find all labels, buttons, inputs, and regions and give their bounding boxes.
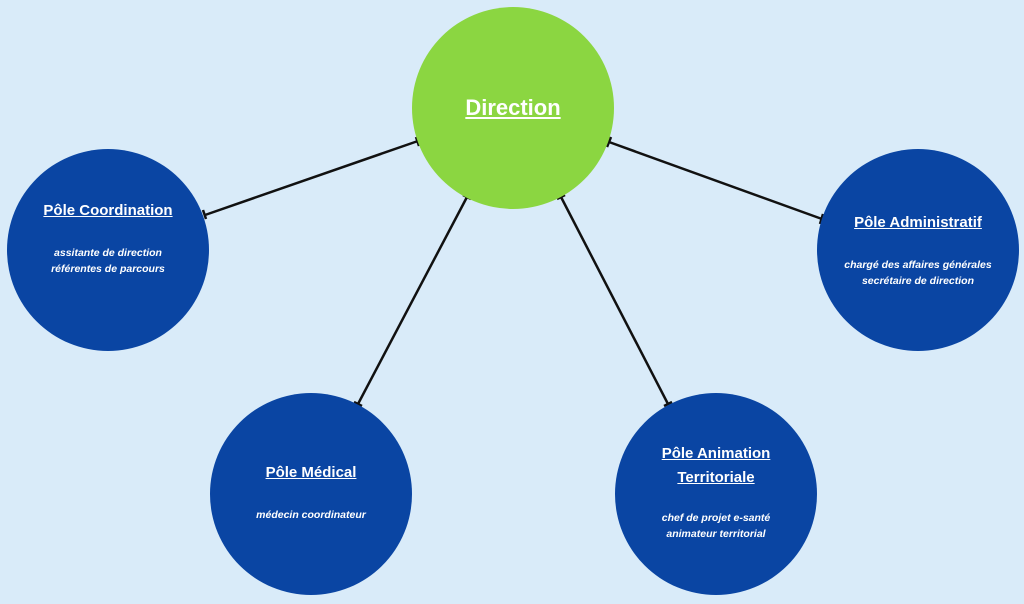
pole-coordination-node: Pôle Coordination assitante de direction… (7, 149, 209, 351)
pole-title: Pôle Coordination (43, 202, 173, 219)
connector-coordination (204, 139, 419, 217)
pole-animation-node: Pôle Animation Territoriale chef de proj… (615, 393, 817, 595)
direction-title: Direction (465, 95, 561, 120)
pole-title: Pôle Médical (265, 464, 357, 481)
pole-title: Pôle Administratif (854, 214, 982, 231)
pole-medical-node: Pôle Médical médecin coordinateur (210, 393, 412, 595)
pole-roles: médecin coordinateur (256, 509, 366, 521)
connector-administratif (608, 140, 823, 221)
connector-animation (559, 196, 670, 405)
connector-medical (356, 196, 469, 405)
direction-node: Direction (412, 7, 614, 209)
pole-title: Pôle Animation Territoriale (661, 445, 771, 486)
pole-administratif-node: Pôle Administratif chargé des affaires g… (817, 149, 1019, 351)
